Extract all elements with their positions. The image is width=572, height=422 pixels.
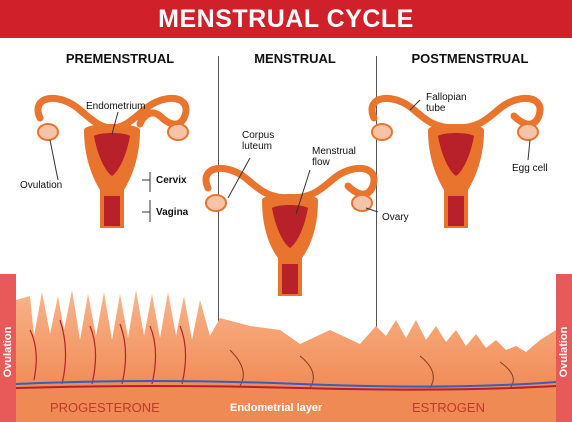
- label-corpus-luteum-2: luteum: [242, 141, 273, 152]
- uterus-menstrual: [202, 157, 379, 296]
- uterus-postmenstrual: [368, 94, 544, 228]
- label-progesterone: PROGESTERONE: [50, 400, 160, 415]
- label-cervix: Cervix: [156, 175, 187, 186]
- title-banner: [0, 0, 572, 38]
- phase-menstrual: MENSTRUAL: [254, 51, 336, 66]
- divider-left: [218, 56, 219, 396]
- label-corpus-luteum-1: Corpus: [242, 130, 275, 141]
- label-estrogen: ESTROGEN: [412, 400, 485, 415]
- uterus-premenstrual: [34, 94, 190, 228]
- page-title: MENSTRUAL CYCLE: [158, 5, 414, 33]
- label-ovulation: Ovulation: [20, 180, 63, 191]
- label-menstrual-flow-2: flow: [312, 157, 330, 168]
- phase-postmenstrual: POSTMENSTRUAL: [411, 51, 529, 66]
- label-endometrial-layer: Endometrial layer: [230, 402, 323, 414]
- label-egg-cell: Egg cell: [512, 163, 548, 174]
- label-ovary: Ovary: [382, 212, 409, 223]
- label-vagina: Vagina: [156, 207, 189, 218]
- label-menstrual-flow-1: Menstrual: [312, 146, 356, 157]
- label-endometrium: Endometrium: [86, 101, 146, 112]
- divider-right: [376, 56, 377, 396]
- label-ovulation-right-bar: Ovulation: [558, 326, 570, 378]
- label-ovulation-left-bar: Ovulation: [2, 326, 14, 378]
- phase-premenstrual: PREMENSTRUAL: [65, 51, 175, 66]
- label-fallopian-1: Fallopian: [426, 92, 467, 103]
- endometrial-band: [0, 274, 572, 422]
- label-fallopian-2: tube: [426, 103, 446, 114]
